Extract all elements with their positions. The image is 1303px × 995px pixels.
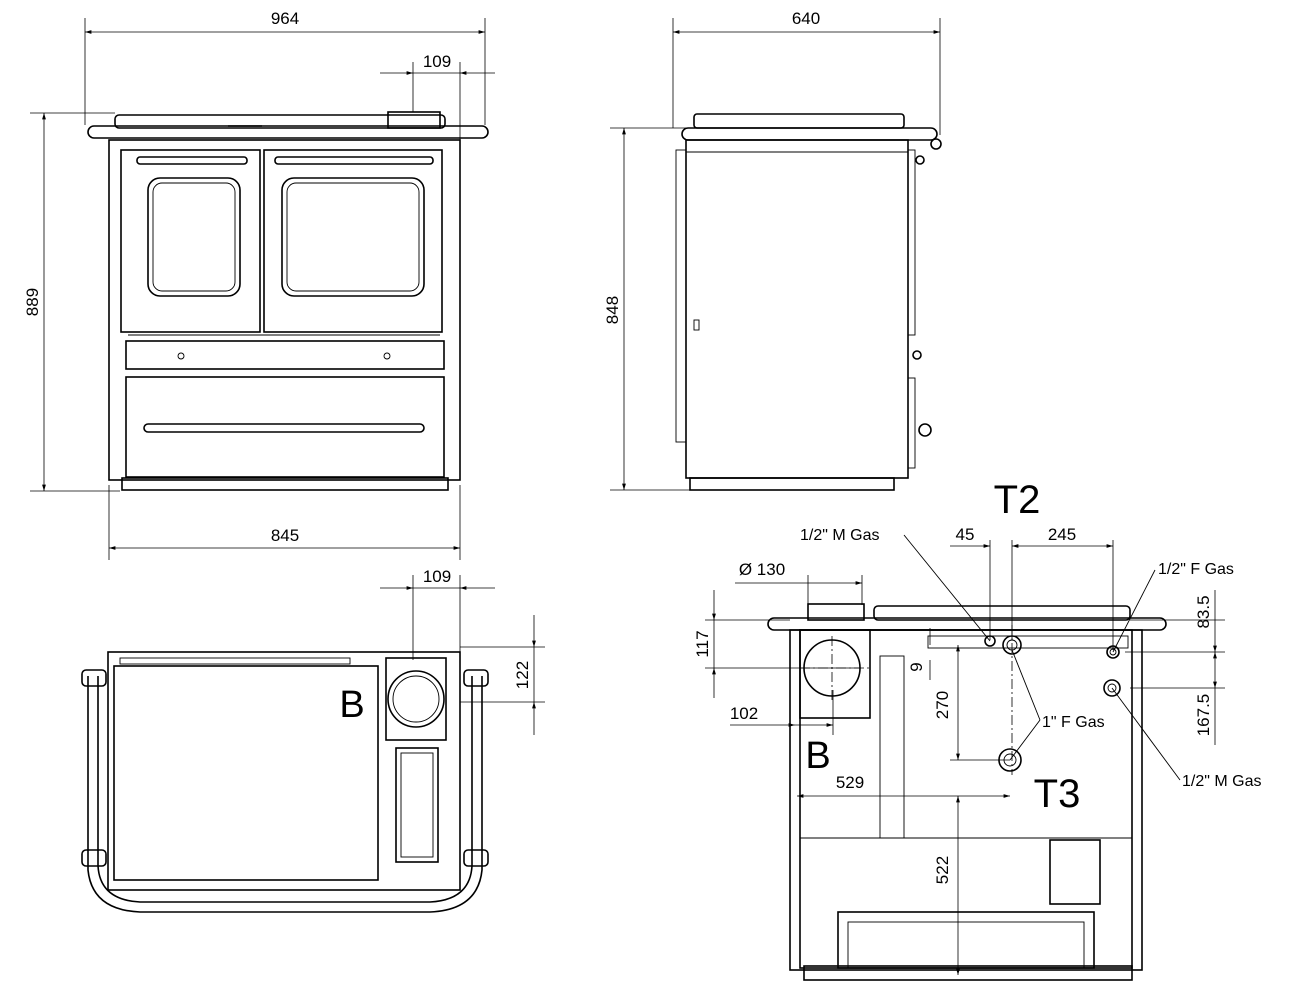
dim-rear-102: 102	[730, 704, 758, 723]
dim-rear-9: 9	[907, 662, 926, 671]
front-view: 964 109 889 845	[23, 9, 495, 560]
dim-side-depth-total: 640	[792, 9, 820, 28]
dim-rear-245: 245	[1048, 525, 1076, 544]
dim-front-width-body: 845	[271, 526, 299, 545]
top-view: 109 122 B	[81, 567, 545, 913]
dim-front-width-total: 964	[271, 9, 299, 28]
dim-rear-522: 522	[933, 856, 952, 884]
dim-side-height-body: 848	[603, 296, 622, 324]
label-half-f-gas: 1/2" F Gas	[1158, 561, 1234, 578]
flue-label-rear: B	[805, 735, 830, 777]
side-view: 640 848	[603, 9, 942, 491]
dim-rear-167-5: 167.5	[1194, 694, 1213, 737]
dim-rear-270: 270	[933, 691, 952, 719]
dim-rear-117: 117	[693, 630, 712, 657]
dim-rear-45: 45	[956, 525, 975, 544]
dim-front-height-total: 889	[23, 288, 42, 316]
dim-rear-diameter: Ø 130	[739, 560, 785, 579]
label-t3: T3	[1034, 772, 1081, 816]
dim-rear-83-5: 83.5	[1194, 595, 1213, 628]
dim-top-flue-depth: 122	[513, 661, 532, 689]
dim-rear-529: 529	[836, 773, 864, 792]
label-one-f-gas: 1" F Gas	[1042, 714, 1105, 731]
label-half-m-gas-bottom: 1/2" M Gas	[1182, 773, 1261, 790]
dim-front-flue-offset: 109	[423, 52, 451, 71]
flue-label-top: B	[339, 684, 364, 726]
rear-view: T2 T3 B 45 245 Ø 130 117 102 9	[693, 478, 1261, 981]
label-half-m-gas-top: 1/2" M Gas	[800, 527, 879, 544]
dim-top-flue-offset: 109	[423, 567, 451, 586]
label-t2: T2	[994, 478, 1041, 522]
